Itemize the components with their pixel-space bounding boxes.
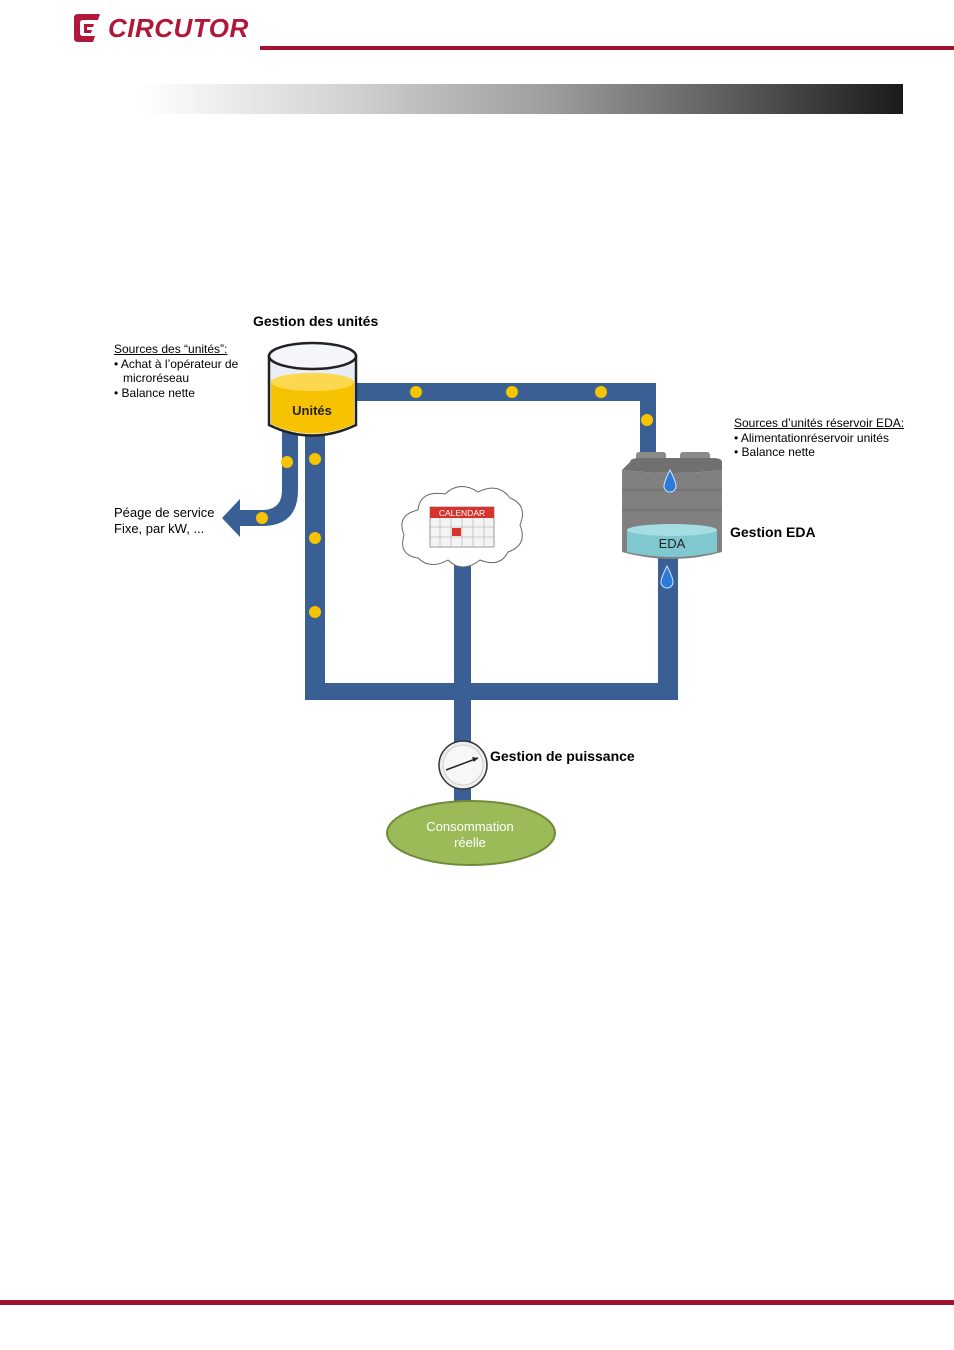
service-toll-line2: Fixe, par kW, ... [114,521,205,536]
circutor-logo-icon [72,12,104,44]
eda-sources-item: • Balance nette [734,445,815,459]
eda-tank-label: EDA [659,536,686,551]
eda-sources-item: • Alimentationréservoir unités [734,430,889,445]
pipe-top-horizontal [355,383,655,401]
arrow-left-icon [222,430,298,537]
calendar-cloud: CALENDAR [401,486,523,568]
gauge-icon [438,740,488,790]
pipe-right-lower [658,558,678,700]
drop-icon [663,468,677,493]
service-toll-block: Péage de service Fixe, par kW, ... [114,505,214,537]
units-sources-heading: Sources des “unités”: [114,342,228,356]
units-sources-item: microréseau [123,371,190,385]
consumption-line2: réelle [454,835,486,850]
drop-icon [660,564,674,589]
calendar-icon: CALENDAR [429,506,495,548]
eda-sources-heading: Sources d’unités réservoir EDA: [734,416,905,430]
brand-name: CIRCUTOR [108,13,249,43]
section-gradient-bar [140,84,903,114]
eda-management-title: Gestion EDA [730,524,816,540]
units-sources-block: Sources des “unités”: • Achat à l’opérat… [114,342,238,400]
pipe-bottom-horizontal [305,683,678,700]
consumption-node: Consommation réelle [386,800,556,866]
power-management-title: Gestion de puissance [490,748,635,764]
units-sources-item: • Balance nette [114,385,195,400]
service-toll-line1: Péage de service [114,505,215,520]
eda-sources-block: Sources d’unités réservoir EDA: • Alimen… [734,416,904,460]
units-sources-item: • Achat à l’opérateur de [114,356,239,371]
header-rule [260,46,954,50]
footer-rule [0,1300,954,1305]
units-tank-label: Unités [292,403,332,418]
eda-tank: EDA [622,452,722,589]
unit-dots [256,386,653,618]
units-management-title: Gestion des unités [253,313,379,329]
calendar-label: CALENDAR [439,508,485,518]
consumption-line1: Consommation [426,819,513,834]
units-tank: Unités [267,341,358,437]
pipe-network [222,383,678,802]
